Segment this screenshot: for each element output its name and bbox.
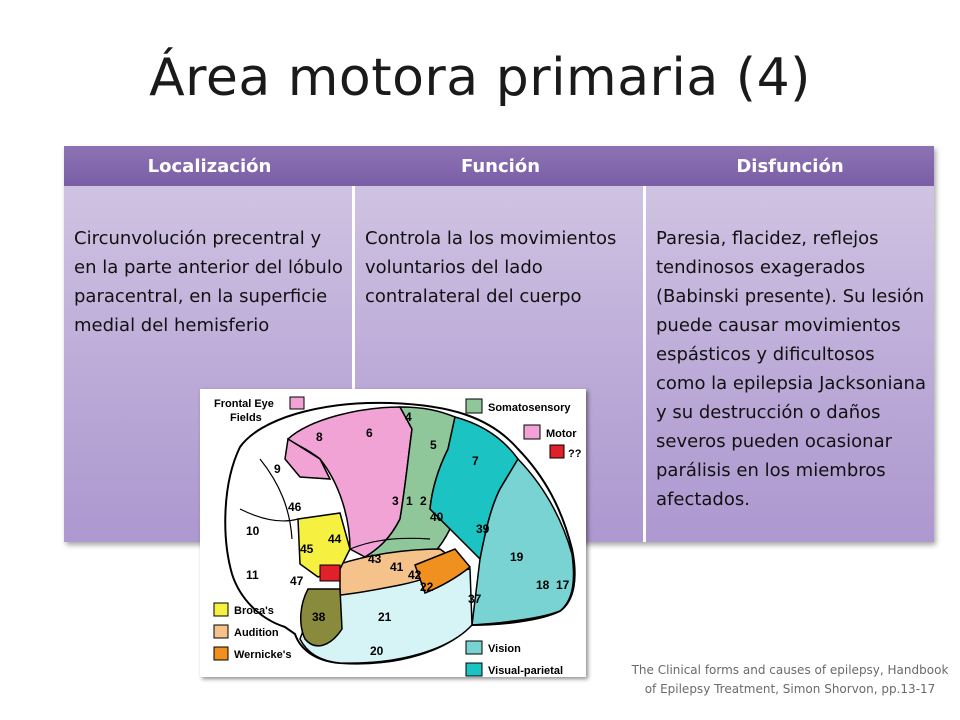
vision-region: [471, 457, 575, 626]
area-10-label: 10: [246, 524, 260, 538]
legend-broca-label: Broca's: [234, 605, 274, 617]
area-46-label: 46: [288, 500, 302, 514]
area-22-label: 22: [420, 580, 434, 594]
area-45-label: 45: [300, 542, 314, 556]
citation-text: The Clinical forms and causes of epileps…: [631, 663, 949, 696]
legend-broca-swatch: [213, 602, 229, 617]
area-38-label: 38: [312, 610, 326, 624]
legend-wernicke-swatch: [213, 646, 229, 661]
brain-areas-figure: 8 6 4 5 7 9 46 3 1 2 40 39 10 45 44 43 4…: [200, 389, 586, 677]
area-42-label: 42: [408, 568, 422, 582]
area-41-label: 41: [390, 560, 404, 574]
legend-vision-swatch: [465, 640, 483, 655]
unknown-region: [319, 564, 341, 582]
legend-frontal-eye-fields-swatch: [289, 396, 305, 410]
area-11-label: 11: [246, 568, 259, 582]
legend-motor-swatch: [523, 424, 541, 440]
legend-audition-swatch: [213, 624, 229, 639]
area-37-label: 37: [468, 592, 482, 606]
area-8-label: 8: [316, 430, 323, 444]
info-table: Localización Función Disfunción Circunvo…: [64, 146, 934, 542]
frontal-eye-fields-region: [284, 437, 332, 480]
legend-audition-label: Audition: [234, 627, 279, 639]
area-47-label: 47: [290, 574, 304, 588]
area-3-label: 3: [392, 494, 399, 508]
area-17-label: 17: [556, 578, 570, 592]
area-5-label: 5: [430, 438, 437, 452]
area-4-label: 4: [405, 410, 412, 424]
area-9-label: 9: [274, 462, 281, 476]
legend-frontal-eye-fields-line2: Fields: [230, 412, 262, 424]
area-1-label: 1: [406, 494, 413, 508]
area-19-label: 19: [510, 550, 524, 564]
legend-unknown-swatch: [549, 444, 565, 459]
slide-title: Área motora primaria (4): [149, 48, 811, 108]
area-18-label: 18: [536, 578, 550, 592]
area-7-label: 7: [472, 454, 479, 468]
legend-unknown-label: ??: [568, 448, 582, 460]
legend-somatosensory-label: Somatosensory: [488, 402, 571, 414]
cell-disfuncion: Paresia, flacidez, reflejos tendinosos e…: [646, 186, 934, 542]
legend-frontal-eye-fields-line1: Frontal Eye: [214, 398, 274, 410]
header-funcion: Función: [460, 155, 541, 177]
wernicke-region: [414, 548, 472, 594]
legend-visual-parietal-label: Visual-parietal: [488, 665, 563, 677]
legend-somatosensory-swatch: [465, 398, 483, 414]
area-6-label: 6: [366, 426, 373, 440]
area-43-label: 43: [368, 552, 382, 566]
table-body-row: Circunvolución precentral y en la parte …: [64, 186, 934, 542]
legend-visual-parietal-swatch: [465, 662, 483, 677]
area-44-label: 44: [328, 532, 342, 546]
area-20-label: 20: [370, 644, 384, 658]
area-40-label: 40: [430, 510, 444, 524]
legend-wernicke-label: Wernicke's: [234, 649, 291, 661]
legend-motor-label: Motor: [546, 428, 577, 440]
header-disfuncion: Disfunción: [736, 155, 844, 177]
legend-vision-label: Vision: [488, 643, 521, 655]
area-2-label: 2: [420, 494, 427, 508]
area-39-label: 39: [476, 522, 490, 536]
area-21-label: 21: [378, 610, 392, 624]
header-localizacion: Localización: [147, 155, 272, 177]
temporal-pole-region: [300, 588, 343, 647]
table-header-row: Localización Función Disfunción: [64, 146, 934, 186]
